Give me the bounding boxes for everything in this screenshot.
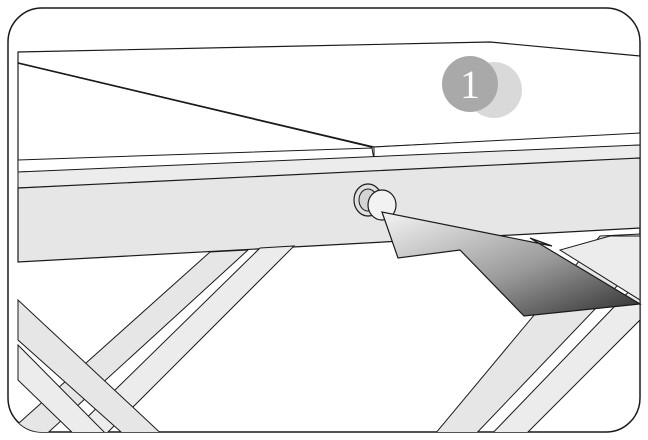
leg-right-2 — [484, 278, 640, 432]
step-badge-circle — [442, 56, 498, 112]
release-button-icon — [353, 183, 397, 221]
push-arrow-icon — [381, 211, 642, 317]
leg-left-cross — [17, 298, 170, 432]
leg-right-cross — [558, 235, 640, 301]
step-badge: 1 — [442, 56, 522, 118]
leg-left-2 — [62, 245, 296, 432]
frame-rail-upper — [17, 144, 640, 189]
step-number: 1 — [460, 62, 480, 107]
